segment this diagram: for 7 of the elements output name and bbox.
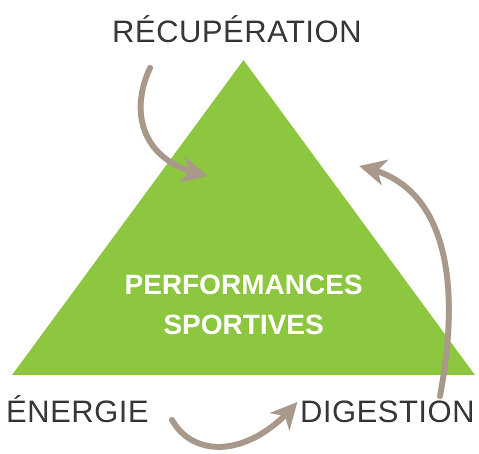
curved-arrow: [169, 402, 298, 450]
label-text: ÉNERGIE: [6, 394, 150, 430]
node-label: PERFORMANCES SPORTIVES: [123, 268, 364, 342]
curved-arrow: [138, 65, 208, 182]
label-text: DIGESTION: [300, 394, 476, 430]
curved-arrow: [359, 162, 452, 399]
label-text: RÉCUPÉRATION: [112, 14, 362, 50]
